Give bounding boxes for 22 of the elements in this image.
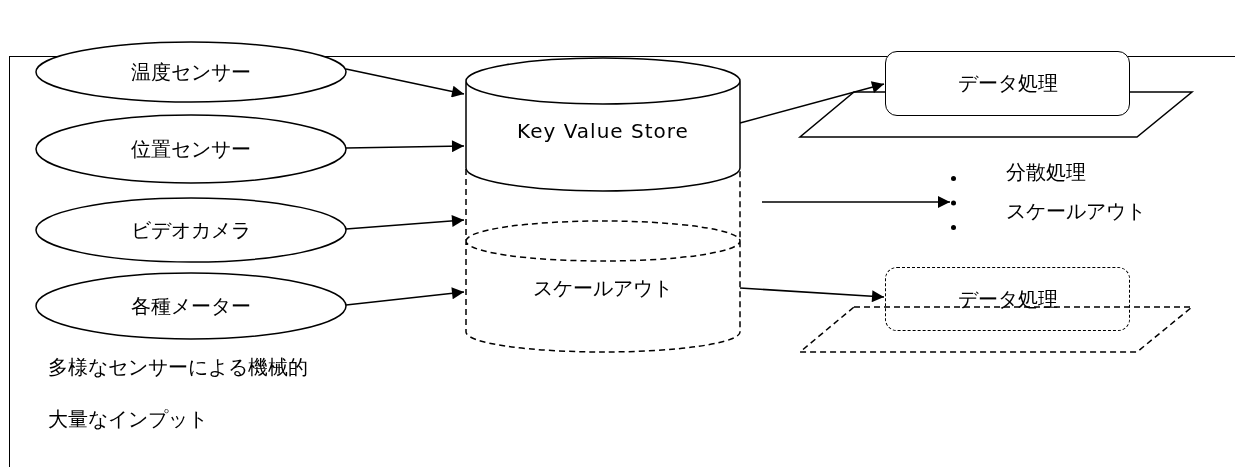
caption-text: 多様なセンサーによる機械的 — [48, 354, 308, 381]
platform-parallelogram — [799, 91, 1193, 138]
process-box — [885, 51, 1130, 116]
arrow — [761, 196, 951, 208]
node-label: 各種メーター — [131, 292, 251, 320]
node-label: スケールアウト — [1006, 198, 1146, 225]
arrow — [345, 287, 465, 306]
caption-text: 大量なインプット — [48, 406, 208, 433]
arrow — [345, 140, 465, 153]
store-label: Key Value Store — [517, 119, 689, 143]
arrow — [345, 214, 465, 230]
node-label: ビデオカメラ — [131, 216, 251, 244]
node-label: データ処理 — [957, 285, 1058, 313]
node-label: データ処理 — [957, 70, 1058, 97]
arrow — [345, 68, 465, 98]
arrow — [739, 287, 885, 303]
node-label: スケールアウト — [533, 275, 673, 302]
node-label: 分散処理 — [1006, 159, 1087, 186]
node-label: 温度センサー — [131, 58, 251, 86]
arrow — [739, 81, 885, 124]
process-box — [885, 267, 1130, 331]
node-label: 位置センサー — [131, 135, 251, 163]
